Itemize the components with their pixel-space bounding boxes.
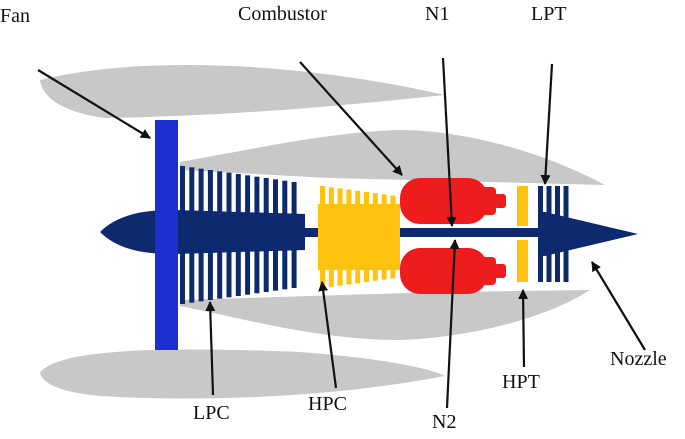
lower-nacelle [40,349,445,399]
lpc-blade [207,170,213,214]
hpc-blade [364,266,369,282]
label-fan: Fan [0,5,30,27]
lpc-blade [235,250,241,296]
fan-blade [155,120,178,350]
hpc-blade [355,266,361,284]
lpc-blade [189,167,195,214]
lpt-blade [538,186,543,226]
lpt-blade [546,186,552,226]
upper-nacelle [40,64,445,118]
hpt-lower [517,240,528,282]
lpc-blade [217,171,223,214]
upper-core-cowl [180,130,605,185]
lpc-blade [189,250,195,303]
label-nozzle: Nozzle [610,348,667,370]
lpt-blade [563,186,569,226]
label-hpc: HPC [308,393,347,415]
n2-arrow [445,239,460,409]
n1-arrow [441,57,457,227]
lpt-blade [555,186,560,226]
hpc-blade [320,186,325,208]
lpc-blade [291,182,297,214]
label-n2: N2 [432,411,457,433]
lpc-blade [254,176,260,214]
label-combustor: Combustor [238,3,327,25]
lpc-blade [226,172,232,214]
combustor-lower [400,248,506,294]
lpc-blade [254,250,260,294]
lpc-blade [291,250,297,288]
hpc-blade [355,190,361,213]
label-lpc: LPC [193,402,230,424]
label-hpt: HPT [502,371,540,393]
combustor-upper [400,178,506,224]
hpt-arrow [518,289,529,368]
nozzle-arrow [591,261,646,351]
lpt-blade [563,240,569,282]
lpc-blade [180,250,185,304]
lpc-blade [217,250,223,299]
lpc-arrow [205,301,216,396]
hpc-blade [320,266,325,288]
hpc-arrow [318,281,338,389]
lpc-blade [263,250,269,292]
lpc-blade [180,166,185,214]
lpt-arrow [540,63,554,185]
hpc-blade [337,266,343,286]
lpc-blade [226,250,232,298]
fan-arrow [37,69,151,139]
low-pressure-shaft [300,228,550,237]
lpt-blade [555,240,560,282]
hpc-blade [346,266,352,285]
lpc-blade [282,180,288,214]
lpc-blade [235,174,241,214]
exhaust-cone [538,212,638,256]
hpc-blade [337,188,343,211]
hpt-upper [517,186,528,226]
lpc-blade [207,250,213,300]
hpc-blade [328,266,334,287]
lpc-blade [245,175,251,214]
hpc-blade [328,187,334,210]
hpc-blade [364,192,369,214]
lpc-blade [245,250,251,295]
hpc-drum [318,204,400,270]
lpc-blade [273,179,278,214]
hpc-blade [381,266,387,280]
lpt-blade [538,240,543,282]
hpc-blade [390,266,396,279]
lpc-blade [282,250,288,290]
lpc-blades [180,166,297,304]
hpc-blade [372,266,378,281]
label-n1: N1 [425,3,450,25]
lpc-blade [198,250,204,302]
label-lpt: LPT [531,3,567,25]
lpt-blades [538,186,569,282]
lpc-blade [273,250,278,291]
hpc-blade [346,189,352,212]
combustor-arrow [299,61,403,176]
lpt-blade [546,240,552,282]
spinner [100,210,305,254]
lpc-blade [198,168,204,214]
lower-core-cowl [180,290,590,340]
lpc-blade [263,178,269,214]
